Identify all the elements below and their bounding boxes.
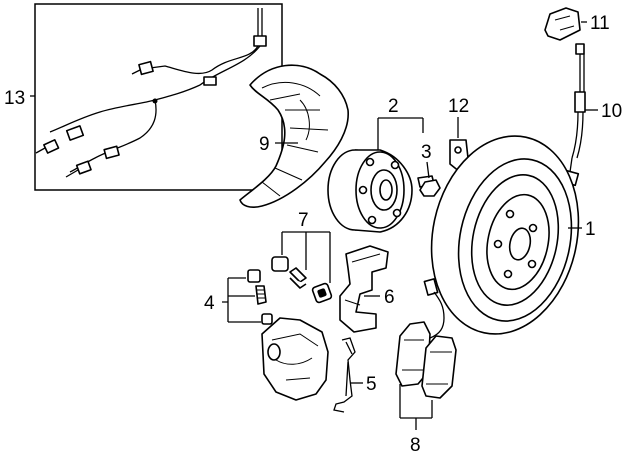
brake-pads <box>395 321 457 399</box>
callout-11: 11 <box>590 13 610 34</box>
callout-2: 2 <box>388 96 399 117</box>
hose-bracket <box>544 7 581 41</box>
guide-pin-kit <box>271 256 333 304</box>
brake-rotor <box>430 135 580 335</box>
callout-7: 7 <box>298 210 309 231</box>
callout-13: 13 <box>4 88 25 109</box>
callout-10: 10 <box>601 101 622 122</box>
callout-9: 9 <box>259 134 270 155</box>
callout-1: 1 <box>585 219 596 240</box>
anti-rattle-spring <box>333 337 356 413</box>
callout-12: 12 <box>448 96 469 117</box>
dust-shield <box>239 64 349 208</box>
caliper-support <box>339 245 389 333</box>
callout-3: 3 <box>421 142 432 163</box>
callout-labels: 13 9 2 3 12 11 10 1 7 6 4 5 8 <box>4 13 622 456</box>
hub-bearing <box>327 149 413 233</box>
hub-bolt <box>417 175 441 197</box>
sensor-harness-inset <box>34 3 283 191</box>
pad-wear-sensor <box>412 278 445 339</box>
callout-4: 4 <box>204 293 215 314</box>
brake-hose <box>562 43 586 187</box>
leader-lines <box>30 21 598 430</box>
callout-8: 8 <box>410 435 421 456</box>
caliper <box>261 317 329 401</box>
callout-6: 6 <box>384 287 395 308</box>
caliper-bolts <box>247 269 273 325</box>
callout-5: 5 <box>366 374 377 395</box>
